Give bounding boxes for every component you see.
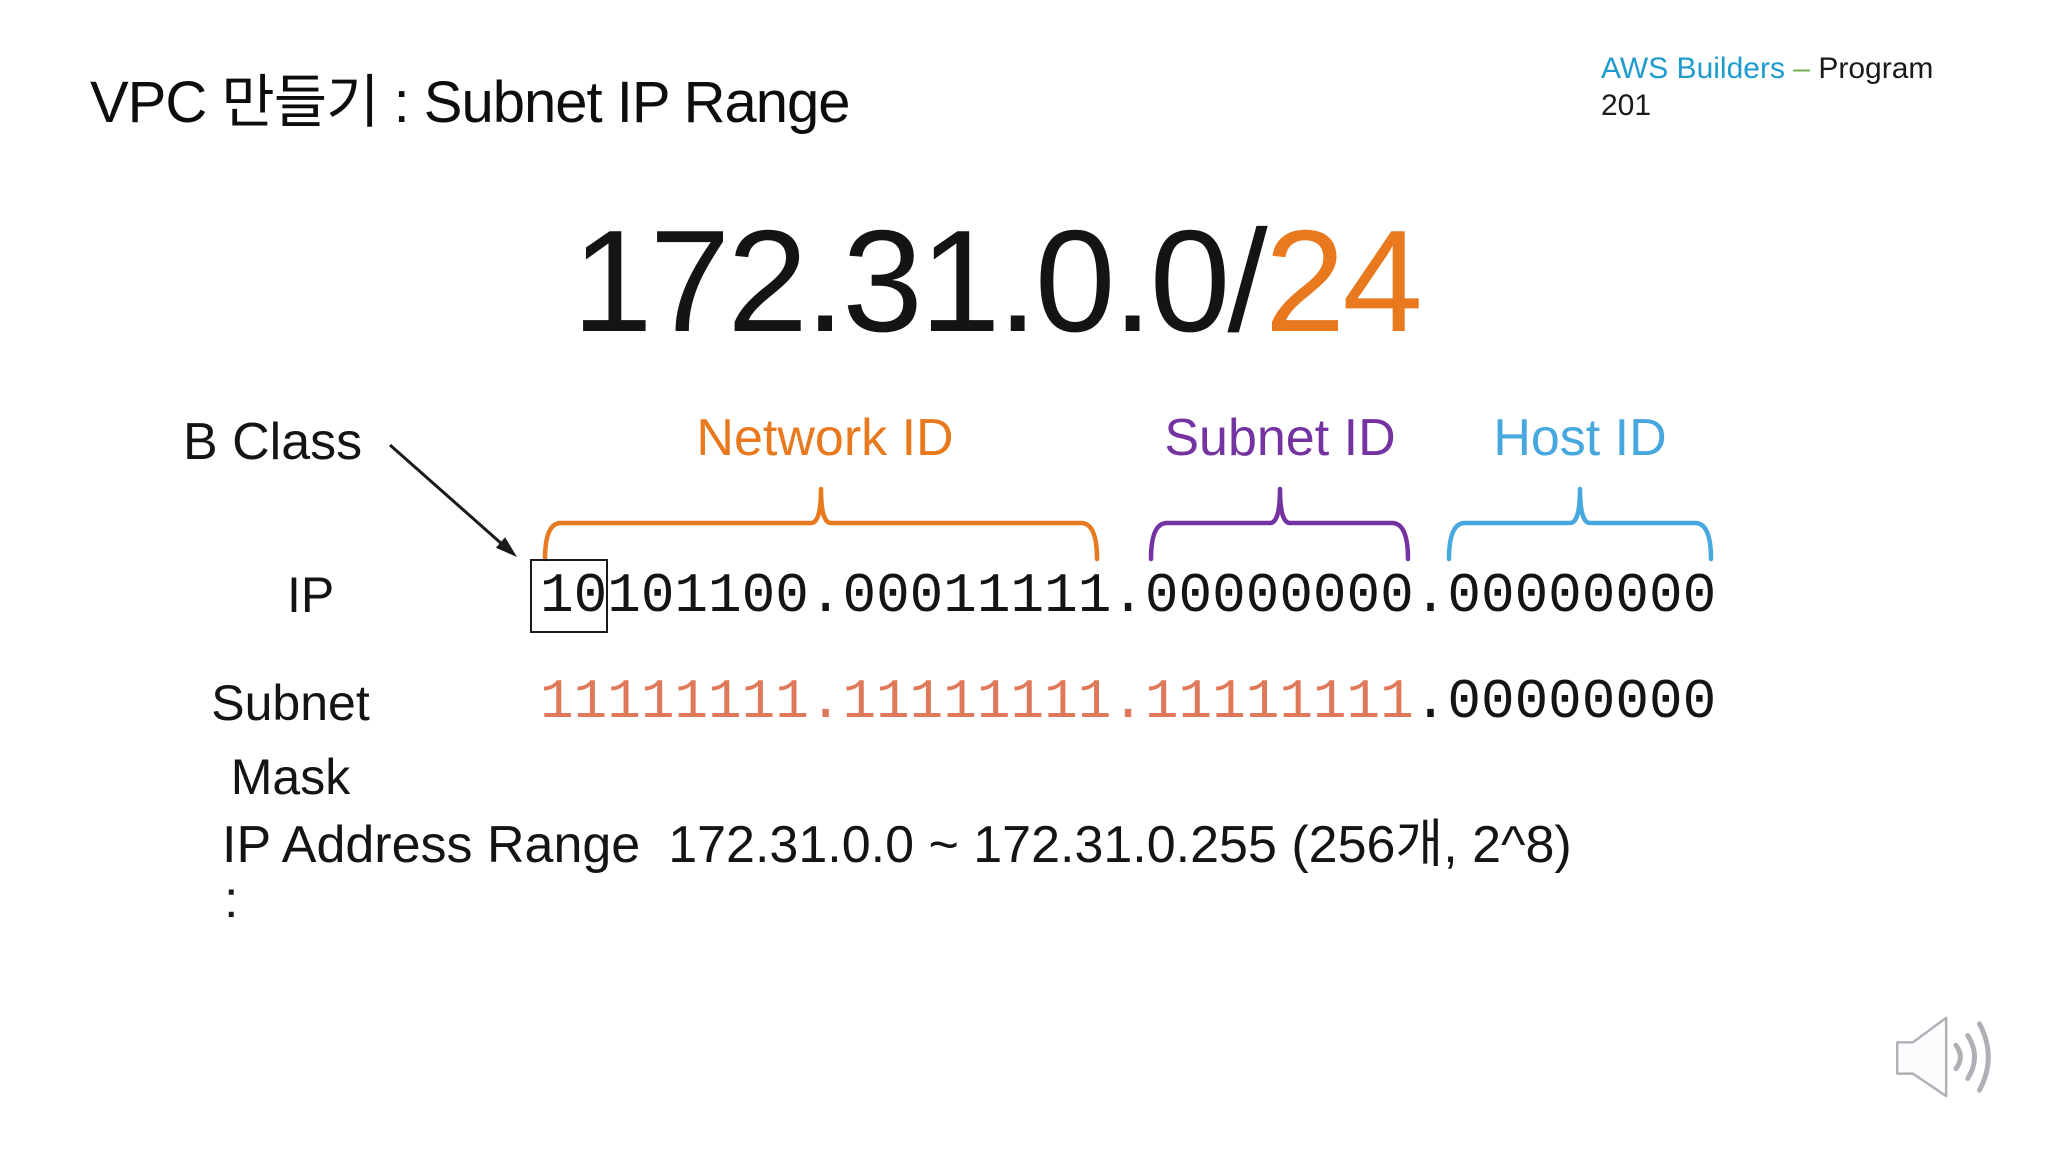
cidr-prefix-length: 24 xyxy=(1264,200,1423,362)
sound-wave-large xyxy=(1977,1021,1991,1093)
brand-name: AWS Builders xyxy=(1601,52,1785,85)
ip-range-value: 172.31.0.0 ~ 172.31.0.255 (256개, 2^8) xyxy=(668,816,1572,874)
audio-speaker-icon[interactable] xyxy=(1895,1010,2013,1103)
subnet-id-label: Subnet ID xyxy=(1164,409,1396,467)
program-number: 201 xyxy=(1601,89,1652,122)
subnet-mask-label: Subnet Mask xyxy=(168,666,413,814)
network-id-label: Network ID xyxy=(696,409,954,467)
sound-wave-medium xyxy=(1965,1033,1977,1081)
ip-class-bits: 10 xyxy=(540,564,608,628)
ip-binary-value: 10101100.00011111.00000000.00000000 xyxy=(540,564,1716,628)
subnet-mask-label-line1: Subnet xyxy=(211,675,370,731)
cidr-base: 172.31.0.0/ xyxy=(572,200,1268,362)
mask-host-bits: .00000000 xyxy=(1413,670,1717,734)
class-arrow xyxy=(389,443,517,557)
host-id-brace xyxy=(1446,486,1714,562)
subnet-id-brace xyxy=(1148,486,1411,562)
program-badge: AWS Builders – Program 201 xyxy=(1601,50,2021,124)
network-id-brace xyxy=(542,486,1100,562)
cidr-heading: 172.31.0.0/24 xyxy=(0,198,2048,365)
ip-row-label: IP xyxy=(287,567,335,623)
host-id-label: Host ID xyxy=(1493,409,1667,467)
class-label: B Class xyxy=(183,413,363,471)
page-title: VPC 만들기 : Subnet IP Range xyxy=(90,70,851,135)
separator-dash: – xyxy=(1793,52,1810,85)
program-word: Program xyxy=(1818,52,1934,85)
subnet-mask-binary-value: 11111111.11111111.11111111.00000000 xyxy=(540,670,1716,734)
ip-range-colon: : xyxy=(224,871,239,929)
subnet-mask-label-line2: Mask xyxy=(230,749,351,805)
sound-wave-small xyxy=(1953,1042,1963,1072)
ip-range-row: IP Address Range 172.31.0.0 ~ 172.31.0.25… xyxy=(222,802,1572,877)
ip-range-label: IP Address Range xyxy=(222,816,641,874)
class-bits-box xyxy=(530,559,608,633)
mask-network-bits: 11111111.11111111.11111111 xyxy=(540,670,1414,734)
ip-bits-rest: 101100.00011111.00000000.00000000 xyxy=(607,564,1717,628)
